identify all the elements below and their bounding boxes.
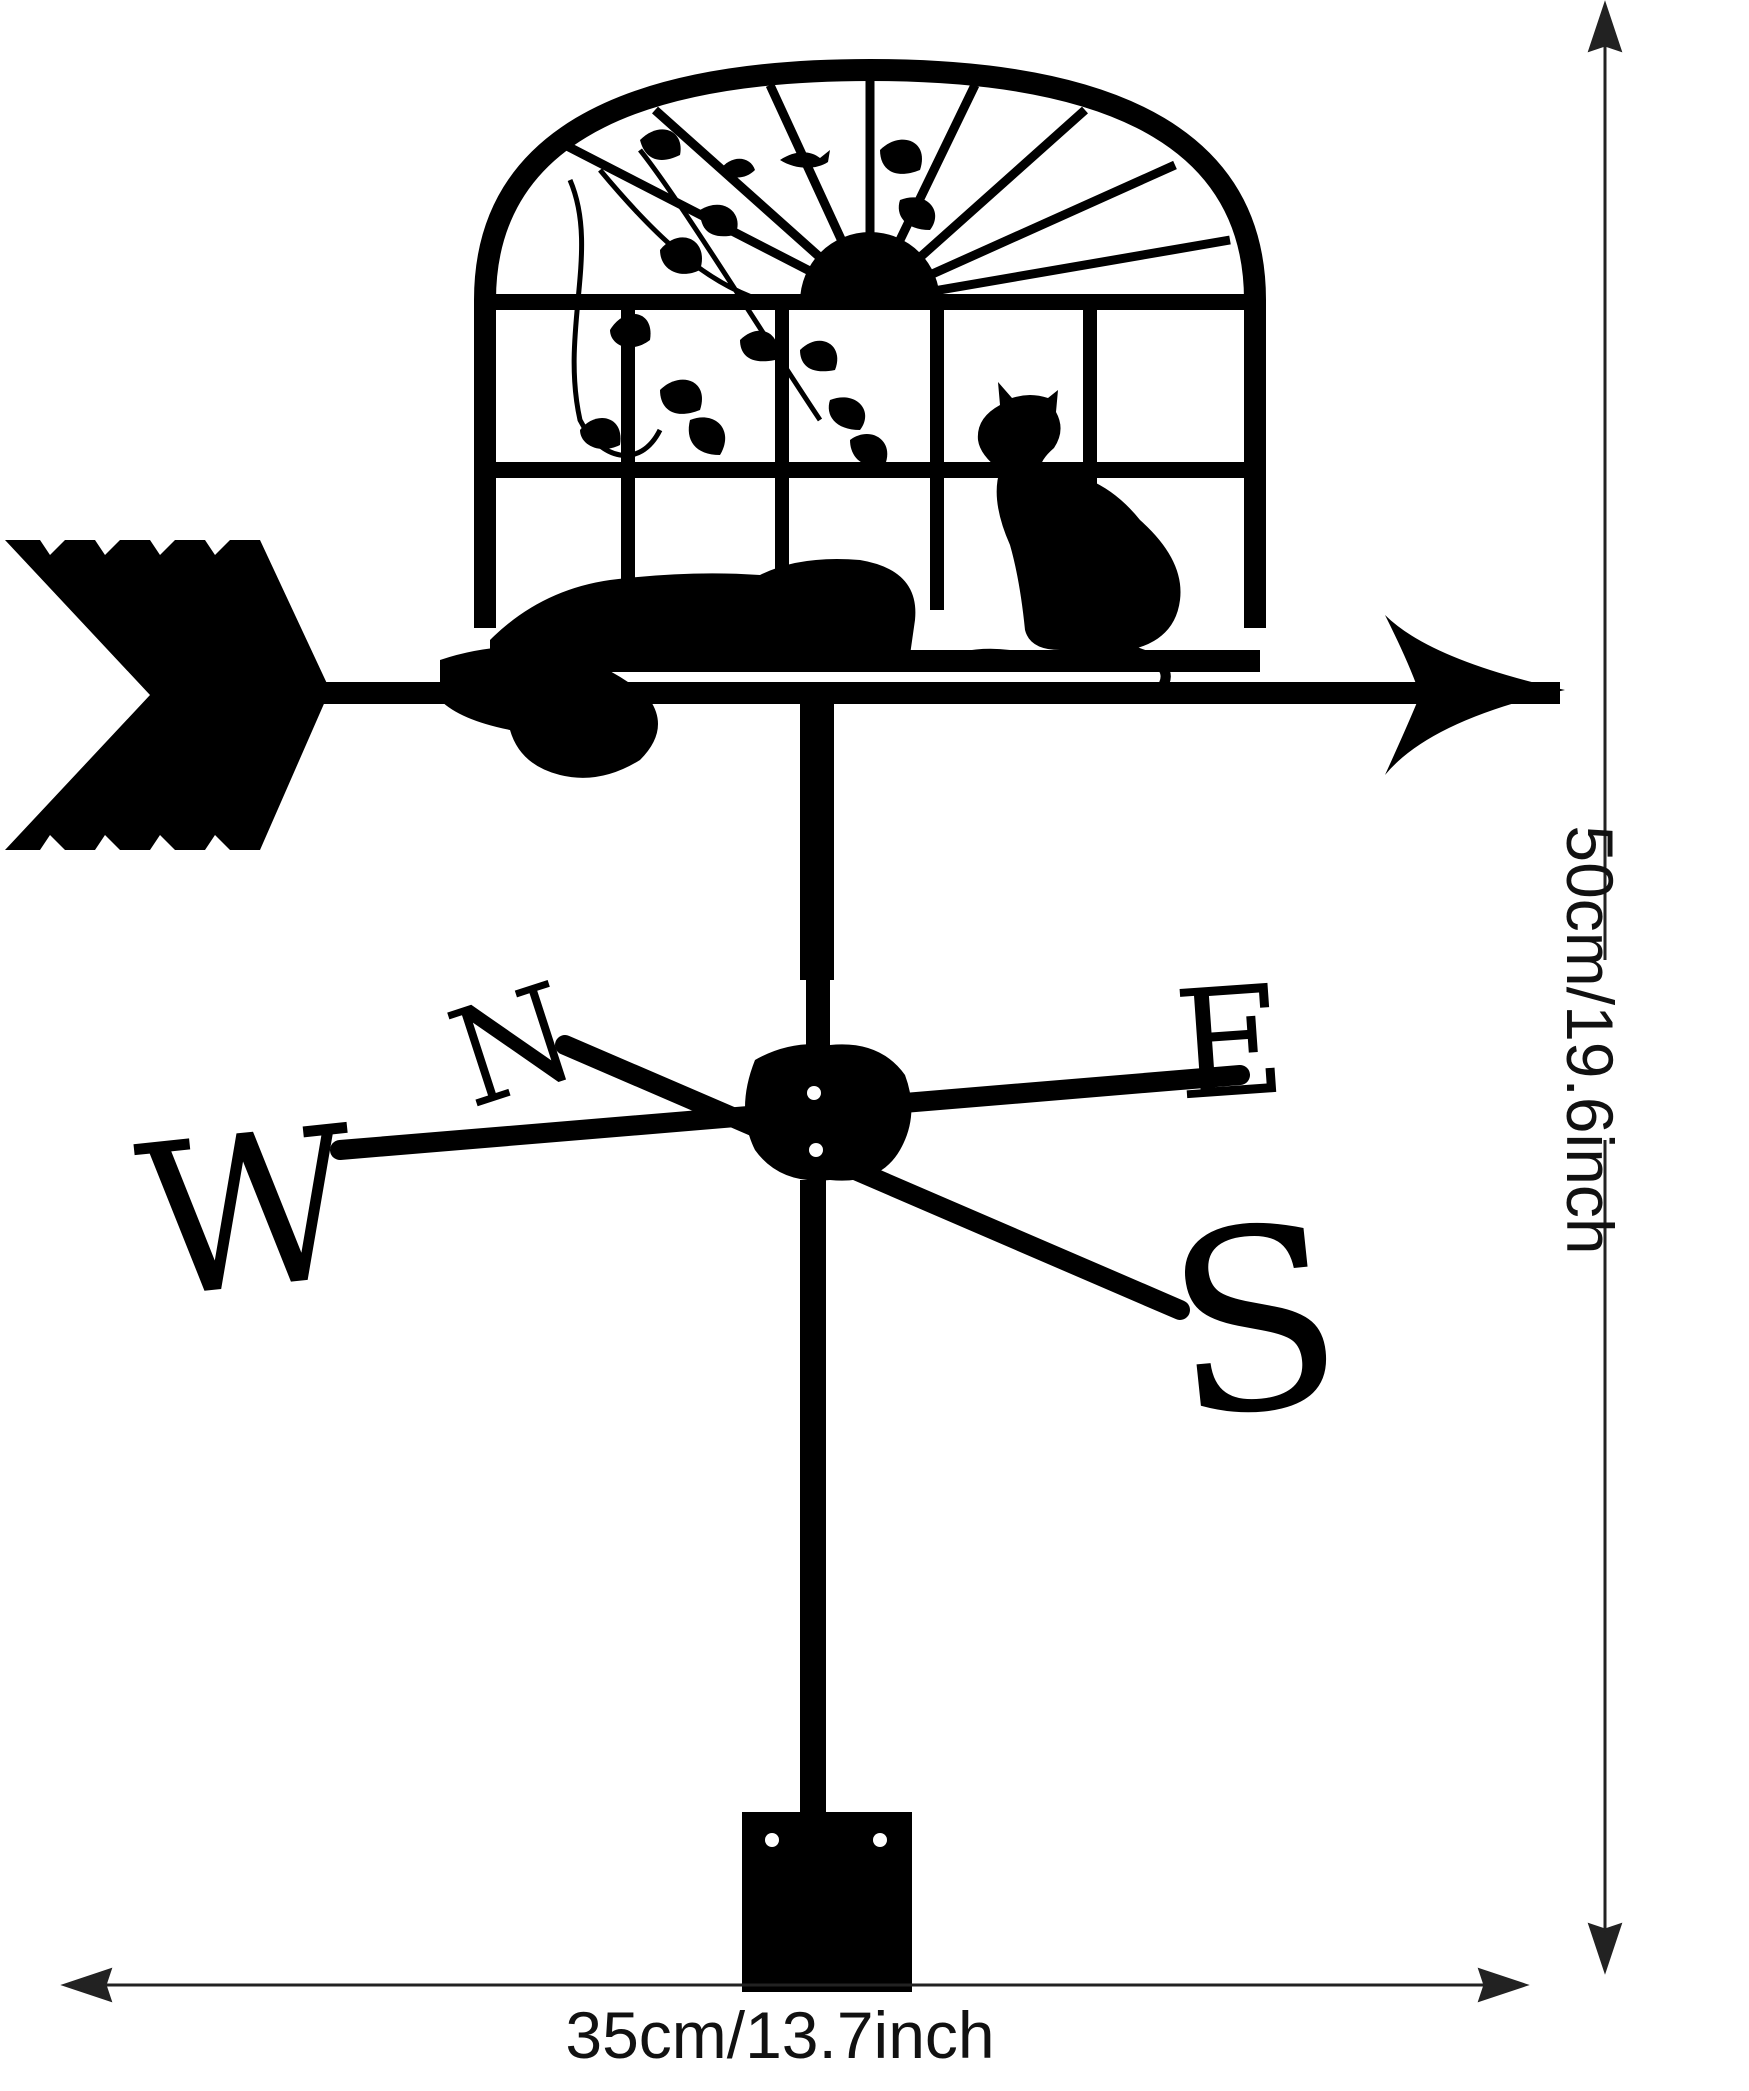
sitting-cat xyxy=(977,382,1181,694)
wind-arrow xyxy=(5,540,1565,850)
compass-letter-n: N xyxy=(433,953,594,1139)
compass-letter-e: E xyxy=(1169,953,1290,1134)
height-dimension-arrow xyxy=(1587,0,1623,1975)
compass-letter-w: W xyxy=(128,1080,368,1346)
vane-pole xyxy=(800,690,834,1960)
sleeping-cat xyxy=(490,559,1080,665)
window-sill xyxy=(480,650,1260,672)
width-dimension-label: 35cm/13.7inch xyxy=(565,1998,995,2072)
compass-letter-s: S xyxy=(1154,1168,1355,1475)
compass-letters: N E S W xyxy=(128,953,1355,1476)
mounting-bracket xyxy=(742,1812,912,1992)
compass-hub xyxy=(745,1044,912,1181)
sun-shape xyxy=(800,232,940,302)
vine-leaves xyxy=(567,129,936,466)
width-dimension-arrow xyxy=(60,1967,1530,2003)
height-dimension-label: 50cm/19.6inch xyxy=(1553,825,1627,1255)
